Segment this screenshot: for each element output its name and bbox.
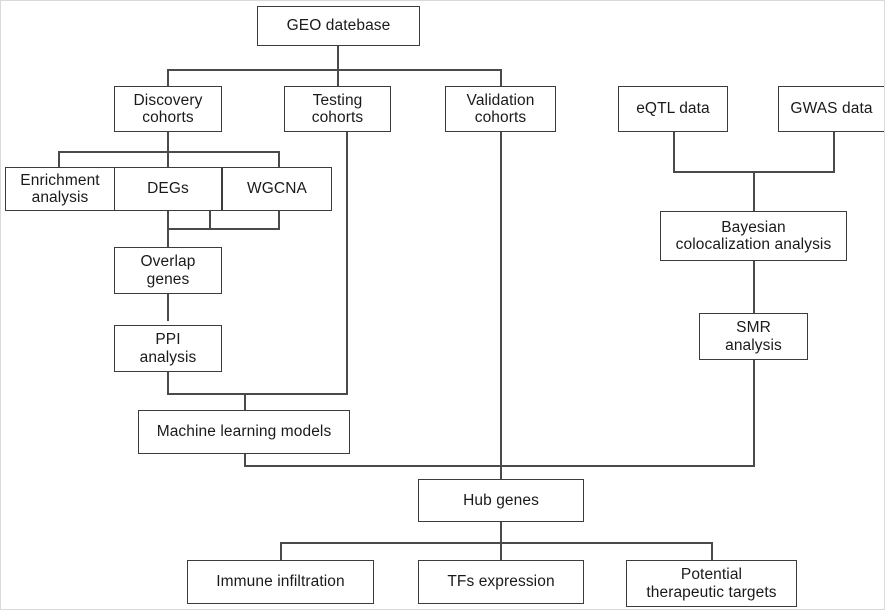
node-discovery-cohorts[interactable]: Discovery cohorts [114, 86, 222, 132]
edge-hub-bus [280, 542, 713, 544]
edge-bus-testing [337, 69, 339, 86]
edge-bus-discovery [167, 69, 169, 86]
edge-join-ml [244, 393, 246, 410]
edge-hub-join [244, 465, 755, 467]
edge-bus-tfs [500, 542, 502, 560]
node-testing-cohorts[interactable]: Testing cohorts [284, 86, 391, 132]
edge-ml-join [167, 393, 348, 395]
edge-degs-wgcna-join [167, 228, 280, 230]
node-immune-infiltration[interactable]: Immune infiltration [187, 560, 374, 604]
edge-bayesian-smr [753, 261, 755, 313]
edge-bus-wgcna [278, 151, 280, 168]
edge-join-bayesian [753, 171, 755, 211]
edge-bus-targets [711, 542, 713, 560]
edge-testing-down [346, 131, 348, 395]
node-eqtl-data[interactable]: eQTL data [618, 86, 728, 132]
node-smr-analysis[interactable]: SMR analysis [699, 313, 808, 360]
edge-overlap-ppi [167, 293, 169, 321]
node-ppi-analysis[interactable]: PPI analysis [114, 325, 222, 372]
edge-discovery-down [167, 131, 169, 152]
node-machine-learning-models[interactable]: Machine learning models [138, 410, 350, 454]
edge-ml-down [244, 453, 246, 467]
edge-bus-immune [280, 542, 282, 560]
node-validation-cohorts[interactable]: Validation cohorts [445, 86, 556, 132]
edge-bus-enrichment [58, 151, 60, 168]
node-bayesian-colocalization-analysis[interactable]: Bayesian colocalization analysis [660, 211, 847, 261]
node-tfs-expression[interactable]: TFs expression [418, 560, 584, 604]
node-potential-therapeutic-targets[interactable]: Potential therapeutic targets [626, 560, 797, 607]
node-overlap-genes[interactable]: Overlap genes [114, 247, 222, 294]
node-enrichment-analysis[interactable]: Enrichment analysis [5, 167, 115, 211]
edge-gwas-down [833, 131, 835, 172]
node-geo-datebase[interactable]: GEO datebase [257, 6, 420, 46]
node-degs[interactable]: DEGs [114, 167, 222, 211]
edge-degs-down [209, 210, 211, 229]
edge-join-overlap [167, 210, 169, 248]
edge-bus-degs [167, 151, 169, 168]
edge-geo-bus [168, 69, 501, 71]
node-hub-genes[interactable]: Hub genes [418, 479, 584, 522]
node-gwas-data[interactable]: GWAS data [778, 86, 884, 132]
edge-wgcna-down [278, 210, 280, 229]
node-wgcna[interactable]: WGCNA [222, 167, 332, 211]
edge-ppi-down [167, 371, 169, 395]
edge-bus-validation [500, 69, 502, 86]
edge-eqtl-down [673, 131, 675, 172]
edge-hub-down [500, 522, 502, 543]
edge-validation-down [500, 131, 502, 479]
edge-smr-down [753, 359, 755, 467]
edge-geo-down [337, 45, 339, 70]
